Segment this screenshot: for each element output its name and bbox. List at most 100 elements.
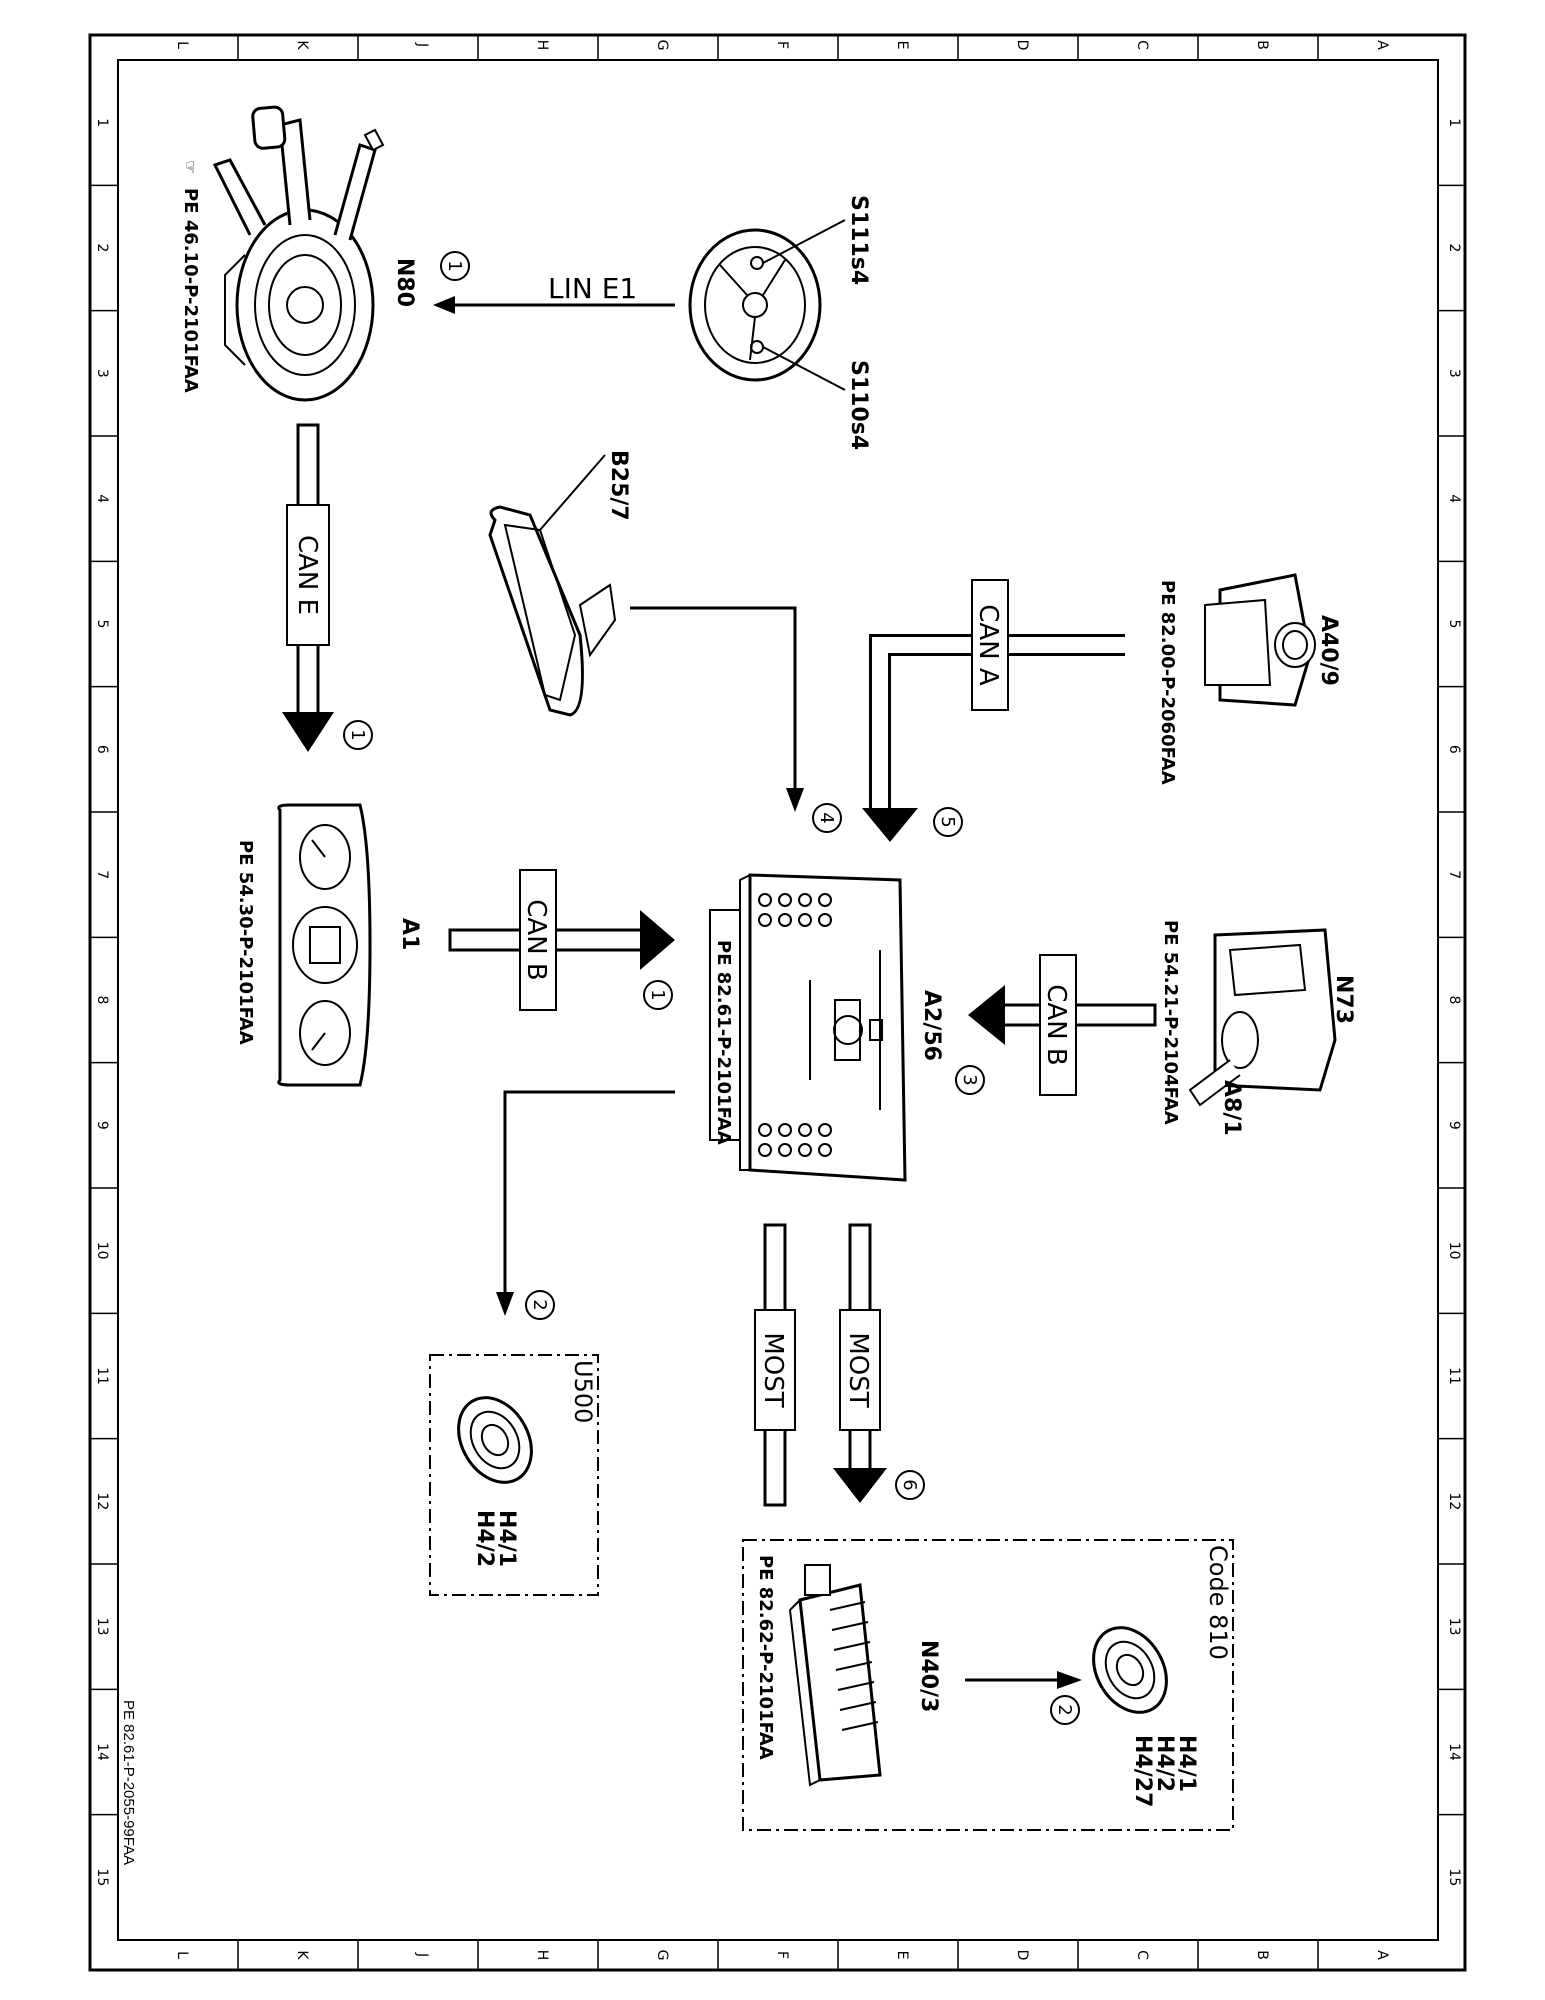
a2-56-reference: PE 82.61-P-2101FAA [713, 940, 734, 1145]
outer-frame [88, 33, 1467, 1972]
grid-number: 9 [94, 1121, 110, 1130]
a1-label: A1 [397, 918, 422, 950]
grid-number: 5 [94, 620, 110, 629]
grid-letter: A [1374, 40, 1390, 50]
grid-letter: J [414, 1952, 430, 1957]
marker-lin: 1 [440, 251, 470, 281]
code-810-speaker-3: H4/27 [1130, 1735, 1155, 1807]
u500-label: U500 [569, 1360, 597, 1423]
grid-letter: J [414, 42, 430, 47]
grid-letter: F [774, 1951, 790, 1959]
grid-number: 14 [1446, 1743, 1462, 1761]
a2-56-head-unit [709, 873, 907, 1182]
a40-9-label: A40/9 [1316, 615, 1341, 686]
can-b-right-label: CAN B [1041, 984, 1071, 1066]
grid-number: 3 [94, 369, 110, 378]
u500-dashed-box [429, 1354, 599, 1596]
a8-1-label: A8/1 [1219, 1080, 1244, 1136]
u500-speaker-icon [457, 1396, 533, 1484]
svg-text:4: 4 [816, 812, 837, 823]
grid-letter: G [654, 40, 670, 51]
grid-number: 6 [94, 745, 110, 754]
grid-letter: E [894, 1951, 910, 1960]
s110s4-label: S110s4 [846, 360, 871, 450]
grid-letter: A [1374, 1950, 1390, 1960]
grid-number: 10 [1446, 1242, 1462, 1260]
grid-letter: C [1134, 1950, 1150, 1960]
document-id: PE 82.61-P-2055-99FAA [120, 1700, 137, 1865]
can-a-bus [862, 579, 1125, 842]
lin-e1-label: LIN E1 [548, 272, 637, 305]
grid-letter: K [294, 40, 310, 50]
can-e-bus [282, 423, 334, 752]
grid-number: 13 [94, 1618, 110, 1636]
code-810-label: Code 810 [1204, 1545, 1232, 1660]
marker-u500: 2 [525, 1290, 555, 1320]
code-810-speaker-2: H4/2 [1152, 1735, 1177, 1792]
grid-number: 9 [1446, 1121, 1462, 1130]
grid-letter: L [174, 1951, 190, 1959]
grid-number: 15 [94, 1868, 110, 1886]
a40-9-reference: PE 82.00-P-2060FAA [1157, 580, 1178, 785]
n40-3-amplifier [788, 1564, 882, 1787]
svg-text:2: 2 [1054, 1704, 1075, 1715]
n80-reference-icon: ☞ [181, 160, 200, 174]
marker-can-a: 5 [933, 807, 963, 837]
svg-text:2: 2 [529, 1299, 550, 1310]
inner-frame [117, 59, 1439, 1941]
grid-number: 12 [1446, 1492, 1462, 1510]
u500-speaker-1: H4/1 [494, 1510, 519, 1567]
svg-text:1: 1 [444, 260, 465, 271]
code-810-dashed-box [742, 1539, 1234, 1831]
n73-label: N73 [1331, 975, 1356, 1024]
grid-number: 15 [1446, 1868, 1462, 1886]
svg-text:1: 1 [647, 989, 668, 1000]
most-left-label: MOST [758, 1332, 788, 1407]
grid-letter: D [1014, 1950, 1030, 1961]
svg-text:5: 5 [937, 816, 958, 827]
grid-letter: B [1254, 1950, 1270, 1960]
a1-instrument-cluster [277, 803, 372, 1087]
grid-letter: B [1254, 40, 1270, 50]
n73-reference: PE 54.21-P-2104FAA [1160, 920, 1181, 1125]
marker-code810: 2 [1050, 1695, 1080, 1725]
b25-7-connection [630, 606, 804, 812]
grid-number: 5 [1446, 620, 1462, 629]
code-810-speaker-icon [1092, 1626, 1168, 1714]
n40-3-reference: PE 82.62-P-2101FAA [755, 1555, 776, 1760]
can-a-label: CAN A [973, 604, 1003, 686]
grid-number: 4 [1446, 494, 1462, 503]
svg-text:6: 6 [899, 1479, 920, 1490]
grid-number: 1 [1446, 118, 1462, 127]
marker-can-b-n73: 3 [955, 1065, 985, 1095]
n73-ignition-switch [1188, 928, 1337, 1107]
grid-number: 14 [94, 1743, 110, 1761]
grid-number: 7 [1446, 870, 1462, 879]
can-e-label: CAN E [292, 535, 322, 615]
grid-letter: L [174, 41, 190, 49]
n80-label: N80 [392, 258, 417, 307]
marker-most: 6 [895, 1470, 925, 1500]
grid-number: 7 [94, 870, 110, 879]
can-b-left-label: CAN B [521, 899, 551, 981]
grid-letter: H [534, 40, 550, 51]
grid-number: 8 [94, 996, 110, 1005]
grid-number: 8 [1446, 996, 1462, 1005]
n80-reference: PE 46.10-P-2101FAA [180, 188, 201, 393]
code-810-connection [965, 1671, 1082, 1689]
grid-letter: K [294, 1950, 310, 1960]
n80-steering-column-module [212, 105, 385, 402]
grid-number: 6 [1446, 745, 1462, 754]
grid-letter: F [774, 41, 790, 49]
grid-letter: D [1014, 40, 1030, 51]
marker-b25: 4 [812, 803, 842, 833]
grid-letter: G [654, 1950, 670, 1961]
a40-9-camera [1204, 573, 1316, 707]
most-bus-right [833, 1223, 887, 1503]
svg-text:1: 1 [347, 729, 368, 740]
s111s4-label: S111s4 [846, 195, 871, 285]
